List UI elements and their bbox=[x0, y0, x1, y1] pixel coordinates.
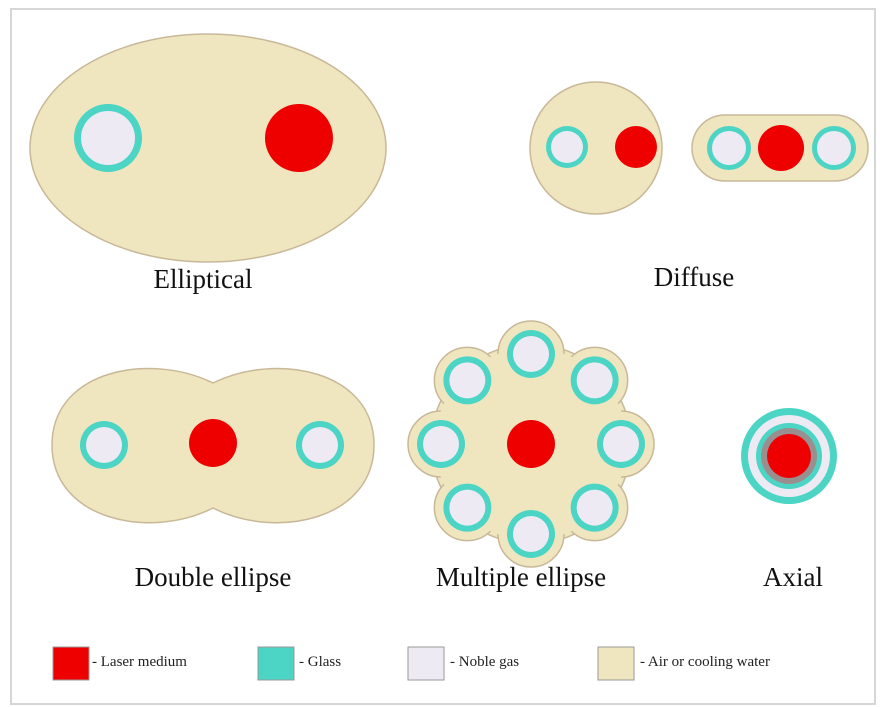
multiple-ellipse-diagram bbox=[407, 320, 655, 568]
flashlamp-gas bbox=[513, 336, 549, 372]
laser-rod bbox=[265, 104, 333, 172]
legend-label-air-or-cooling-water: - Air or cooling water bbox=[640, 654, 770, 670]
flashlamp-gas bbox=[817, 131, 851, 165]
laser-rod bbox=[189, 419, 237, 467]
legend-swatch-air-or-cooling-water bbox=[597, 646, 635, 681]
cooling-body bbox=[29, 33, 387, 263]
legend-swatch-laser-medium bbox=[52, 646, 90, 681]
legend-label-glass: - Glass bbox=[299, 654, 342, 670]
legend bbox=[52, 646, 635, 681]
label-multiple-ellipse: Multiple ellipse bbox=[435, 562, 607, 592]
flashlamp-gas bbox=[551, 131, 583, 163]
double-ellipse-diagram bbox=[51, 367, 375, 524]
flashlamp-gas bbox=[302, 427, 338, 463]
flashlamp-gas bbox=[712, 131, 746, 165]
diffuse-round-diagram bbox=[529, 81, 663, 215]
legend-label-noble-gas: - Noble gas bbox=[450, 654, 520, 670]
label-axial: Axial bbox=[763, 562, 823, 592]
flashlamp-gas bbox=[513, 516, 549, 552]
flashlamp-gas bbox=[86, 427, 122, 463]
flashlamp-gas bbox=[81, 111, 135, 165]
axial-diagram bbox=[741, 408, 837, 504]
flashlamp-gas bbox=[449, 362, 486, 399]
flashlamp-gas bbox=[576, 362, 613, 399]
flashlamp-gas bbox=[603, 426, 639, 462]
flashlamp-gas bbox=[449, 489, 486, 526]
label-double-ellipse: Double ellipse bbox=[134, 562, 292, 592]
diffuse-linear-diagram bbox=[691, 114, 869, 182]
label-elliptical: Elliptical bbox=[153, 264, 253, 294]
elliptical-diagram bbox=[29, 33, 387, 263]
label-diffuse: Diffuse bbox=[653, 262, 735, 292]
laser-rod bbox=[615, 126, 657, 168]
legend-swatch-glass bbox=[257, 646, 295, 681]
flashlamp-gas bbox=[576, 489, 613, 526]
flashlamp-gas bbox=[423, 426, 459, 462]
laser-rod bbox=[767, 434, 811, 478]
cooling-body bbox=[529, 81, 663, 215]
legend-swatch-noble-gas bbox=[407, 646, 445, 681]
legend-label-laser-medium: - Laser medium bbox=[92, 654, 187, 670]
laser-rod bbox=[758, 125, 804, 171]
laser-rod bbox=[507, 420, 555, 468]
